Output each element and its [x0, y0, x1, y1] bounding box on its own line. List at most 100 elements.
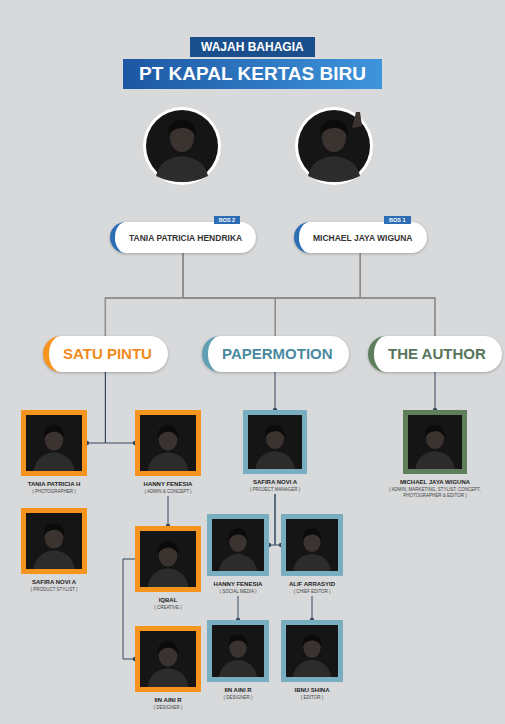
person-role: ( SOCIAL MEDIA ): [219, 589, 256, 595]
photo-body: [415, 451, 455, 469]
person-name: MICHAEL JAYA WIGUNA: [400, 479, 470, 486]
connector-line: [183, 253, 435, 336]
company-name: PT KAPAL KERTAS BIRU: [139, 63, 366, 85]
photo-ground: [212, 625, 264, 677]
photo-body: [219, 554, 257, 571]
person-card: SAFIRA NOVI A( PROJECT MANAGER ): [235, 410, 315, 493]
person-name: IIN AINI R: [154, 697, 181, 704]
person-role: ( DESIGNER ): [153, 705, 182, 711]
person-card: HANNY FENESIA( ADMIN & CONCEPT ): [128, 410, 208, 495]
connector: [183, 253, 275, 336]
person-card: IBNU SHINA( EDITOR ): [276, 620, 348, 701]
boss-pill: BOS 2TANIA PATRICIA HENDRIKA: [110, 222, 256, 253]
connector: [273, 372, 277, 412]
tag-holder: BOS 1: [384, 216, 411, 224]
photo-ground: [212, 519, 264, 571]
photo-hair: [44, 523, 65, 536]
connector: [105, 253, 360, 336]
person-role: ( PRODUCT STYLIST ): [30, 587, 77, 593]
connector-line: [105, 253, 183, 336]
person-role: ( ADMIN & CONCEPT ): [144, 489, 191, 495]
connector: [85, 372, 106, 445]
connector-line: [168, 496, 169, 526]
boss-photo: [143, 107, 221, 185]
photo-body: [33, 550, 74, 569]
connector: [360, 253, 435, 336]
connector-line: [269, 494, 275, 545]
photo-ground: [26, 513, 82, 569]
photo-ground: [286, 519, 338, 571]
connector-line: [275, 372, 276, 410]
portrait-photo: [140, 631, 196, 687]
photo-frame: [403, 410, 467, 474]
photo-hair: [302, 529, 321, 541]
photo-hair: [158, 641, 179, 654]
photo-hair: [320, 120, 348, 136]
photo-frame: [243, 410, 307, 474]
photo-body: [147, 452, 188, 471]
connector: [105, 372, 137, 445]
boss-pill: BOS 1MICHAEL JAYA WIGUNA: [294, 222, 427, 253]
photo-frame: [281, 514, 343, 576]
connector: [275, 253, 360, 336]
photo-ground: [146, 110, 218, 182]
photo-hair: [44, 425, 65, 438]
photo-body: [147, 568, 188, 587]
photo-ground: [298, 110, 370, 182]
connector-line: [238, 596, 239, 620]
photo-body: [156, 156, 208, 182]
photo-hair: [425, 425, 445, 438]
division-name: PAPERMOTION: [222, 345, 333, 363]
person-name: IBNU SHINA: [294, 687, 329, 694]
photo-ground: [408, 415, 462, 469]
boss-tag: BOS 1: [384, 216, 411, 224]
portrait-photo: [212, 519, 264, 571]
portrait-photo: [286, 625, 338, 677]
portrait-photo: [26, 513, 82, 569]
connector-line: [360, 253, 435, 336]
portrait-photo: [408, 415, 462, 469]
person-role: ( CHIEF EDITOR ): [293, 589, 330, 595]
photo-body: [255, 451, 295, 469]
division-name: SATU PINTU: [63, 345, 152, 363]
photo-frame: [135, 626, 201, 692]
portrait-photo: [248, 415, 302, 469]
photo-ground: [248, 415, 302, 469]
connector: [183, 253, 435, 336]
photo-hair: [302, 635, 321, 647]
photo-hand: [352, 112, 362, 128]
person-role: ( CREATIVE ): [154, 605, 182, 611]
portrait-photo: [140, 531, 196, 587]
person-name: HANNY FENESIA: [214, 581, 263, 588]
photo-ground: [140, 531, 196, 587]
title-banner: WAJAH BAHAGIA: [190, 37, 315, 57]
connector-line: [435, 372, 436, 410]
photo-hair: [158, 541, 179, 554]
photo-ground: [140, 631, 196, 687]
photo-body: [147, 668, 188, 687]
connector: [433, 372, 437, 412]
photo-ground: [286, 625, 338, 677]
connector: [236, 596, 240, 622]
photo-frame: [207, 514, 269, 576]
person-name: TANIA PATRICIA H: [28, 481, 81, 488]
photo-frame: [135, 410, 201, 476]
person-name: SAFIRA NOVI A: [253, 479, 297, 486]
connector: [105, 253, 183, 336]
connector-line: [123, 559, 135, 659]
photo-frame: [135, 526, 201, 592]
person-name: HANNY FENESIA: [144, 481, 193, 488]
person-name: IQBAL: [159, 597, 178, 604]
photo-frame: [281, 620, 343, 682]
photo-hair: [228, 635, 247, 647]
photo-hair: [265, 425, 285, 438]
connector: [310, 596, 314, 622]
boss-name: MICHAEL JAYA WIGUNA: [313, 233, 413, 243]
connector-line: [105, 253, 360, 336]
person-role: ( EDITOR ): [301, 695, 323, 701]
photo-body: [308, 156, 360, 182]
photo-frame: [21, 508, 87, 574]
tag-holder: BOS 2: [214, 216, 241, 224]
person-card: ALIF ARRASYID( CHIEF EDITOR ): [276, 514, 348, 595]
